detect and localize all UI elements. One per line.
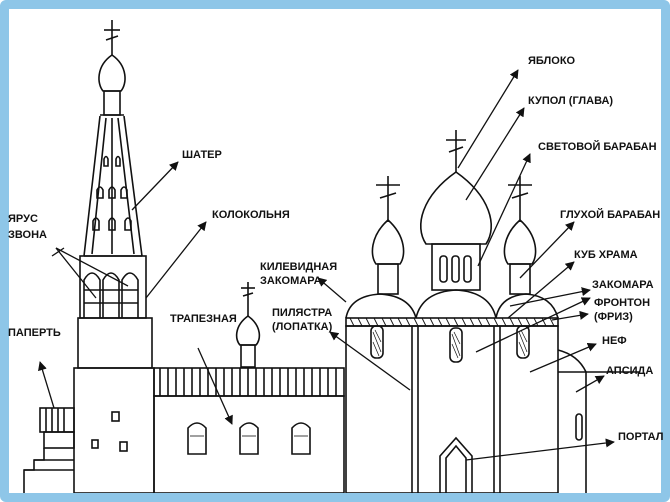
- lower-building: [23, 367, 155, 493]
- label-kolokolnya: КОЛОКОЛЬНЯ: [212, 209, 290, 221]
- label-kilevidnaya: КИЛЕВИДНАЯ: [260, 261, 337, 273]
- label-portal: ПОРТАЛ: [618, 431, 663, 443]
- label-kupol: КУПОЛ (ГЛАВА): [528, 95, 613, 107]
- refectory: [153, 282, 345, 493]
- main-church: [345, 130, 640, 493]
- label-zakomara: ЗАКОМАРА: [592, 279, 654, 291]
- label-friz: (ФРИЗ): [594, 311, 633, 323]
- label-trapeznaya: ТРАПЕЗНАЯ: [170, 313, 237, 325]
- label-fronton: ФРОНТОН: [594, 297, 650, 309]
- label-lopatka: (ЛОПАТКА): [272, 321, 333, 333]
- bell-tower: [77, 20, 153, 369]
- pointer-arrows: [38, 69, 615, 461]
- label-apsida: АПСИДА: [606, 365, 653, 377]
- labels: ЯБЛОКО КУПОЛ (ГЛАВА) СВЕТОВОЙ БАРАБАН ГЛ…: [8, 55, 663, 443]
- label-shater: ШАТЕР: [182, 149, 222, 161]
- label-nef: НЕФ: [602, 335, 627, 347]
- label-pilyastra: ПИЛЯСТРА: [272, 307, 332, 319]
- label-paperť: ПАПЕРТЬ: [8, 327, 61, 339]
- label-glukhoy-baraban: ГЛУХОЙ БАРАБАН: [560, 208, 660, 221]
- label-zvona: ЗВОНА: [8, 229, 47, 241]
- label-yabloko: ЯБЛОКО: [528, 55, 576, 67]
- label-kub-khrama: КУБ ХРАМА: [574, 249, 638, 261]
- label-yarus: ЯРУС: [8, 213, 38, 225]
- label-kilevidnaya-zakomara: ЗАКОМАРА: [260, 275, 322, 287]
- label-svetovoy-baraban: СВЕТОВОЙ БАРАБАН: [538, 140, 657, 153]
